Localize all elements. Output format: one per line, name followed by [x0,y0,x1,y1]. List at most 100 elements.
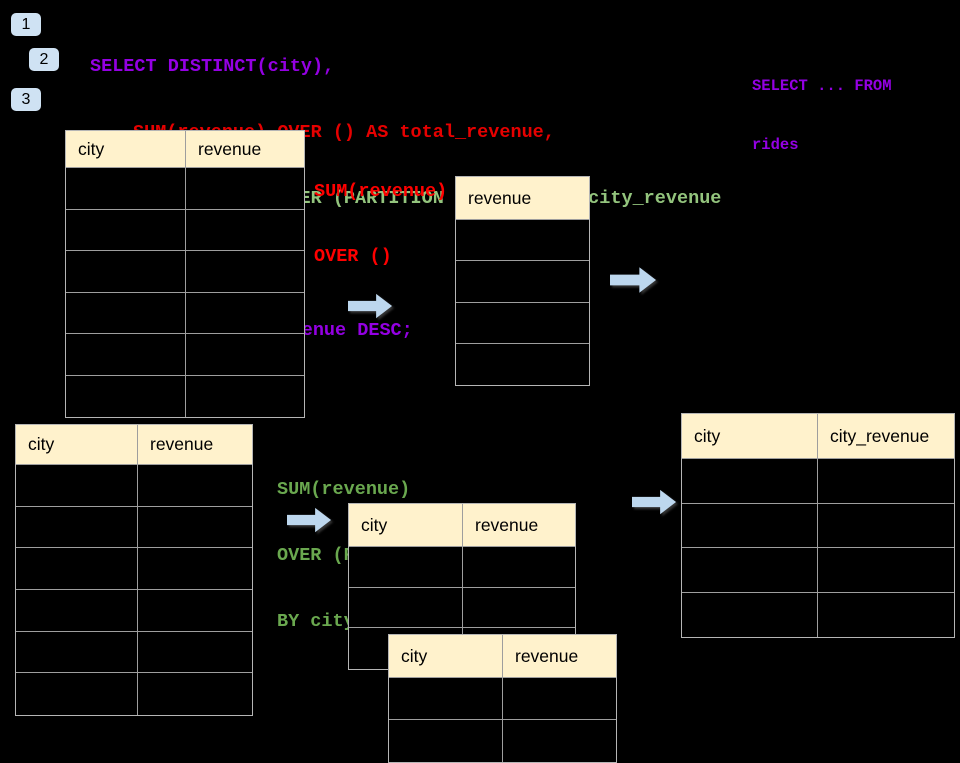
table-cell-empty [185,292,304,333]
table-cell-empty [137,590,252,631]
table-header-row: city revenue [389,635,616,678]
table-cell-empty [682,548,817,592]
table-cell-empty [502,720,616,762]
annotation-total-revenue: SUM(revenue) OVER () [314,138,447,310]
column-header-city-revenue: city_revenue [817,414,954,458]
table-partition-step2: city revenue [388,634,617,763]
table-cell-empty [137,506,252,548]
table-total-revenue: revenue [455,176,590,387]
table-row [16,631,252,674]
table-cell-empty [66,251,185,292]
table-cell-empty [66,292,185,333]
table-cell-empty [817,548,954,592]
table-cell-empty [137,465,252,506]
table-cell-empty [16,590,137,631]
column-header-city: city [361,514,388,535]
table-cell-empty [462,587,575,628]
slide-canvas: { "colors": { "background": "#000000", "… [11,13,955,763]
table-header-row: city revenue [16,425,252,465]
table-city-revenue-result: city city_revenue [681,413,955,638]
table-cell-empty [185,375,304,417]
table-cell-empty [817,459,954,503]
step-badge-3: 3 [11,88,41,111]
column-header-city: city [694,425,721,446]
table-cell-empty [456,261,589,302]
table-cell-empty [349,587,462,628]
table-row [682,503,954,548]
side-note-select-from: SELECT ... FROM rides [752,38,892,194]
table-row [16,673,252,716]
table-row [456,261,589,303]
table-row [66,334,304,376]
step-badge-label: 1 [21,15,31,33]
table-cell-empty [66,334,185,375]
table-row [456,343,589,386]
table-cell-empty [456,302,589,343]
annotation-line: SUM(revenue) [314,181,448,202]
table-cell-empty [137,548,252,590]
right-arrow-icon [287,506,332,534]
annotation-line: OVER () [314,245,392,267]
table-rides-source-top: city revenue [65,130,305,418]
table-cell-empty [16,631,137,673]
table-cell-empty [682,592,817,637]
table-cell-empty [389,678,502,719]
table-row [456,220,589,262]
sql-line-select: SELECT DISTINCT(city), [90,56,335,77]
table-cell-empty [137,631,252,673]
table-body [389,678,616,762]
table-row [389,678,616,720]
step-badge-2: 2 [29,48,59,71]
step-badge-label: 3 [21,90,31,108]
column-header-revenue: revenue [185,131,304,167]
table-row [66,168,304,210]
table-row [16,465,252,507]
table-row [456,302,589,344]
right-arrow-icon [348,292,393,320]
table-cell-empty [16,465,137,506]
table-cell-empty [502,678,616,719]
column-header-city: city [28,434,55,454]
table-cell-empty [349,547,462,587]
table-row [682,592,954,637]
table-header-row: city revenue [349,504,575,547]
table-header-row: revenue [456,177,589,220]
table-cell-empty [682,503,817,547]
right-arrow-icon [632,488,677,516]
table-row [349,547,575,588]
column-header-city: city [78,138,105,159]
table-row [66,251,304,293]
table-cell-empty [817,503,954,547]
table-cell-empty [185,251,304,292]
table-row [66,292,304,334]
column-header-revenue: revenue [462,504,575,546]
table-cell-empty [462,547,575,587]
table-cell-empty [66,209,185,250]
column-header-city: city [401,645,428,666]
table-header-row: city revenue [66,131,304,168]
table-row [16,506,252,549]
table-cell-empty [456,220,589,261]
table-cell-empty [456,343,589,386]
table-row [16,548,252,591]
table-row [389,720,616,762]
table-row [682,548,954,593]
table-cell-empty [66,168,185,209]
table-rides-source-bottom: city revenue [15,424,253,717]
column-header-revenue: revenue [502,635,616,677]
table-cell-empty [16,548,137,590]
column-header-revenue: revenue [137,425,252,464]
table-cell-empty [817,592,954,637]
table-cell-empty [137,673,252,716]
table-row [66,209,304,251]
table-row [682,459,954,504]
table-body [16,465,252,716]
table-body [682,459,954,637]
table-cell-empty [185,334,304,375]
table-cell-empty [66,375,185,417]
table-row [66,375,304,417]
table-cell-empty [16,506,137,548]
table-cell-empty [16,673,137,716]
table-row [16,590,252,632]
table-row [349,587,575,629]
